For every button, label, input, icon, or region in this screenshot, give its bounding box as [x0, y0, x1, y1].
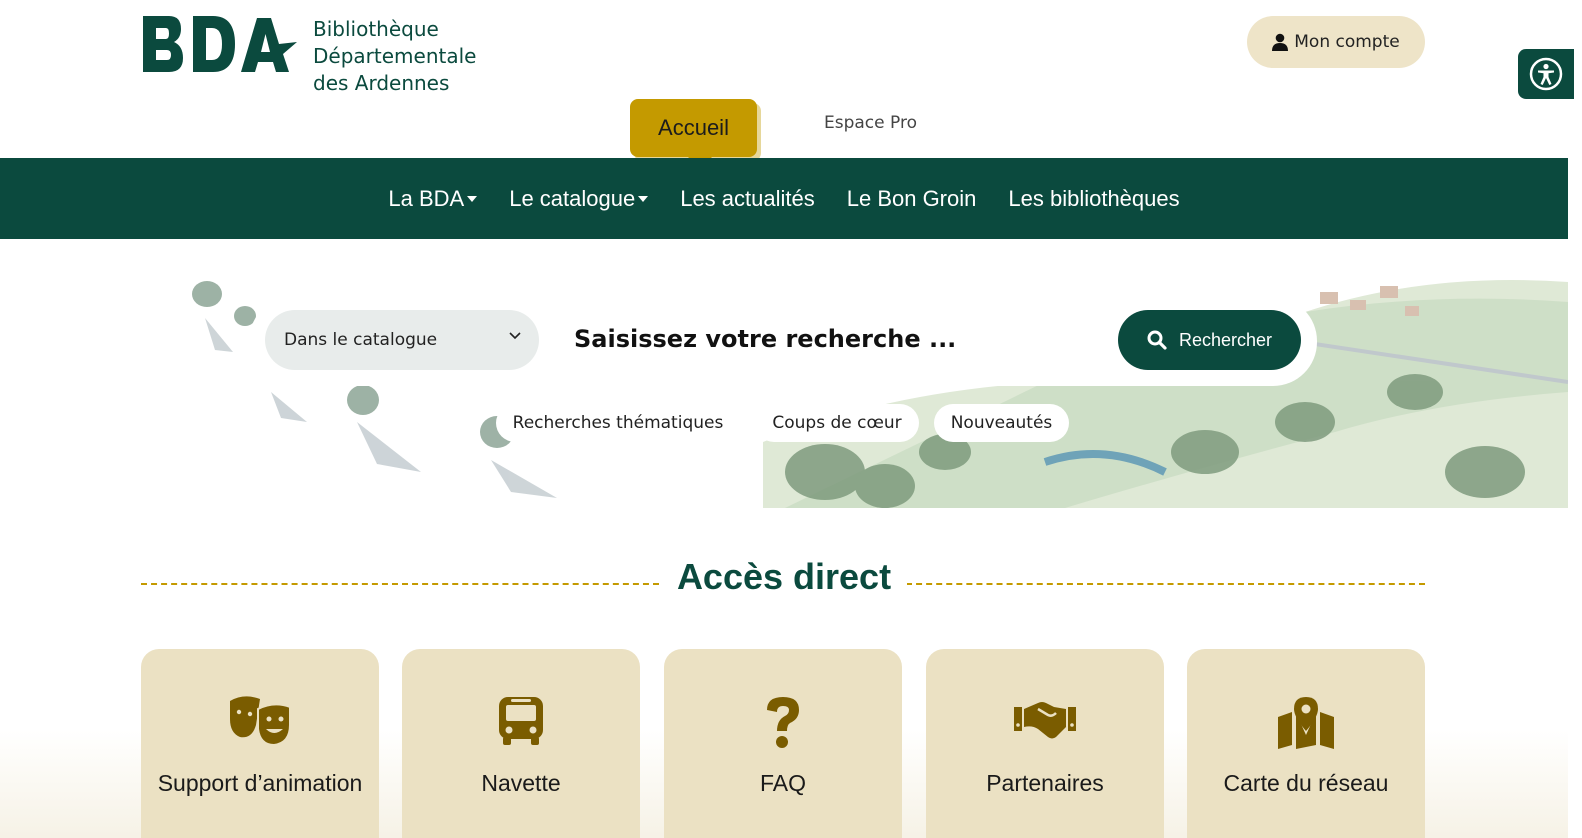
tab-accueil[interactable]: Accueil	[630, 99, 757, 169]
hero-illustration	[185, 272, 1568, 508]
card-carte-reseau[interactable]: Carte du réseau	[1187, 649, 1425, 838]
account-label: Mon compte	[1294, 32, 1400, 52]
handshake-icon	[926, 695, 1164, 749]
card-label: Navette	[481, 770, 561, 796]
logo-line-2: Départementale	[313, 44, 477, 68]
card-partenaires[interactable]: Partenaires	[926, 649, 1164, 838]
chip-recherches-thematiques[interactable]: Recherches thématiques	[496, 404, 740, 442]
card-label: Carte du réseau	[1223, 770, 1389, 796]
nav-item-catalogue[interactable]: Le catalogue	[509, 185, 649, 212]
account-button[interactable]: Mon compte	[1247, 16, 1425, 68]
question-icon	[664, 695, 902, 749]
search-button[interactable]: Rechercher	[1118, 310, 1301, 370]
theater-masks-icon	[141, 695, 379, 749]
chevron-down-icon	[509, 332, 521, 340]
user-icon	[1272, 33, 1289, 51]
logo-line-3: des Ardennes	[313, 71, 450, 95]
nav-item-label: Les actualités	[680, 185, 815, 211]
search-scope-select[interactable]: Dans le catalogue	[265, 310, 539, 370]
nav-item-la-bda[interactable]: La BDA	[388, 185, 478, 212]
nav-item-label: La BDA	[388, 185, 465, 211]
main-navigation: La BDA Le catalogue Les actualités Le Bo…	[0, 158, 1568, 239]
nav-item-label: Le Bon Groin	[846, 185, 977, 211]
chip-nouveautes[interactable]: Nouveautés	[934, 404, 1069, 442]
nav-item-bon-groin[interactable]: Le Bon Groin	[847, 186, 977, 212]
logo-text: Bibliothèque Départementale des Ardennes	[313, 16, 476, 97]
card-label: FAQ	[759, 770, 806, 796]
bus-icon	[402, 695, 640, 749]
card-label: Partenaires	[986, 770, 1104, 796]
caret-down-icon	[638, 195, 649, 202]
caret-down-icon	[467, 195, 478, 202]
card-faq[interactable]: FAQ	[664, 649, 902, 838]
card-navette[interactable]: Navette	[402, 649, 640, 838]
nav-item-label: Le catalogue	[509, 185, 636, 211]
nav-item-label: Les bibliothèques	[1008, 185, 1180, 211]
map-location-icon	[1187, 695, 1425, 749]
card-label: Support d’animation	[157, 770, 363, 796]
search-input[interactable]	[574, 318, 1094, 360]
bda-logo-mark	[143, 16, 297, 72]
section-title: Accès direct	[0, 556, 1568, 598]
accessibility-button[interactable]	[1518, 49, 1574, 99]
card-support-animation[interactable]: Support d’animation	[141, 649, 379, 838]
tab-espace-pro[interactable]: Espace Pro	[824, 113, 917, 133]
chip-coups-de-coeur[interactable]: Coups de cœur	[755, 404, 919, 442]
accessibility-icon	[1529, 57, 1563, 91]
search-button-label: Rechercher	[1178, 329, 1273, 350]
landscape-drawing	[192, 280, 1568, 508]
search-scope-value: Dans le catalogue	[284, 330, 438, 350]
title-divider-left	[141, 583, 659, 585]
title-divider-right	[906, 583, 1425, 585]
logo-line-1: Bibliothèque	[313, 17, 439, 41]
search-icon	[1147, 330, 1167, 350]
nav-item-bibliotheques[interactable]: Les bibliothèques	[1008, 186, 1179, 212]
nav-item-actualites[interactable]: Les actualités	[680, 186, 815, 212]
site-logo[interactable]: Bibliothèque Départementale des Ardennes	[141, 14, 476, 97]
